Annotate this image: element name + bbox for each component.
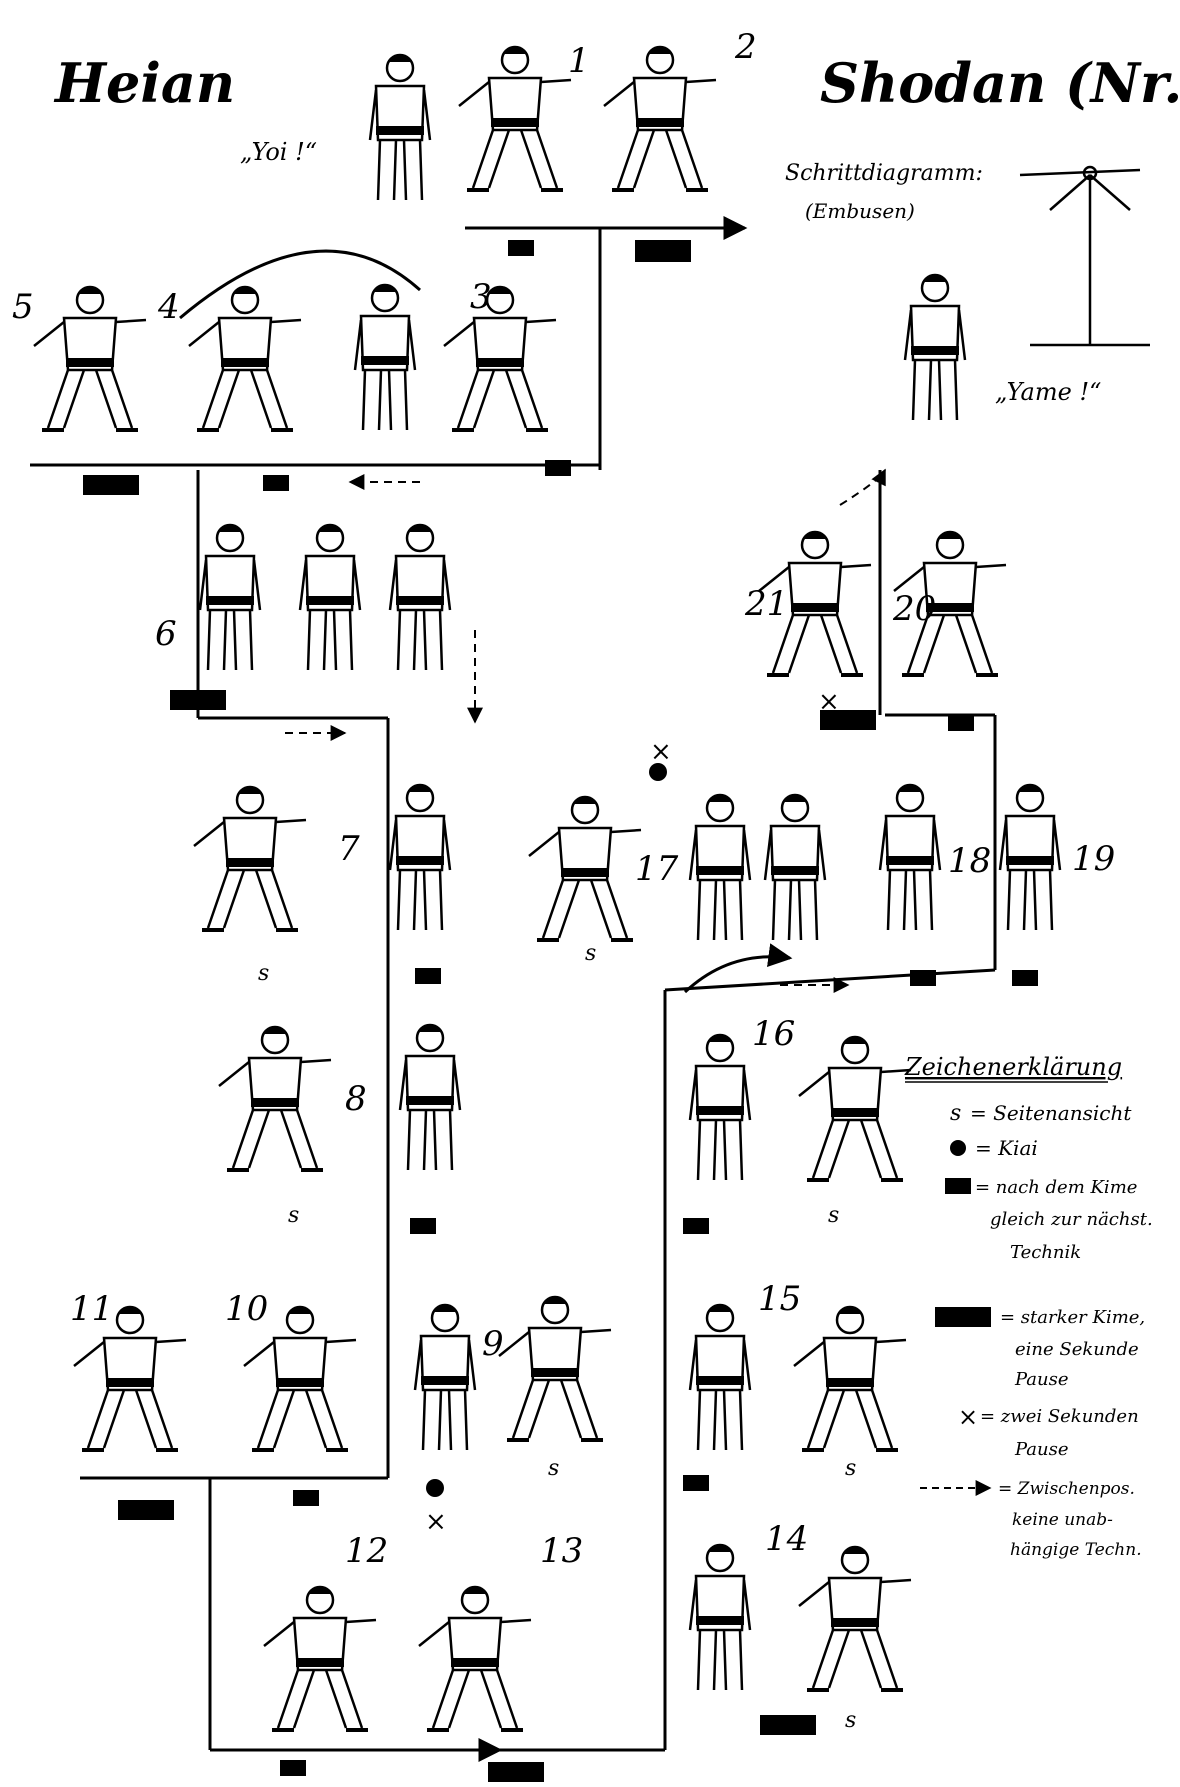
transition-arrows [285,470,885,985]
legend-small-bar [945,1178,971,1194]
side-marker: s [845,1708,856,1733]
pause-cross: × [650,737,672,767]
yoi-call: „Yoi !“ [240,138,317,166]
legend-kiai-dot [950,1140,966,1156]
title-shodan: Shodan (Nr. 1) [820,51,1180,115]
pause-cross: × [818,687,840,717]
legend-arrow-text-3: hängige Techn. [1010,1540,1142,1560]
step-20: 20 [892,589,936,629]
legend-arrow-text-2: keine unab- [1012,1510,1113,1530]
yame-call: „Yame !“ [995,378,1101,406]
movement-path [30,228,995,1750]
side-marker: s [258,961,269,986]
legend-big-bar-text-2: eine Sekunde [1015,1339,1139,1360]
legend-heading: Zeichenerklärung [904,1053,1122,1081]
step-2: 2 [734,27,757,67]
pause-cross: × [425,1507,447,1537]
step-12: 12 [345,1531,388,1571]
embusen-diagram [1020,167,1150,345]
legend-small-bar-text-3: Technik [1010,1242,1081,1263]
legend-big-bar-text-3: Pause [1014,1369,1069,1390]
legend: Zeichenerklärung s = Seitenansicht = Kia… [904,1053,1153,1560]
title-heian: Heian [53,51,235,115]
legend-x-text-1: = zwei Sekunden [980,1406,1139,1427]
step-13: 13 [540,1531,583,1571]
side-marker: s [288,1203,299,1228]
step-4: 4 [157,287,180,327]
side-marker: s [845,1456,856,1481]
step-18: 18 [948,841,991,881]
legend-kiai-text: = Kiai [975,1136,1038,1160]
legend-small-bar-text-2: gleich zur nächst. [990,1209,1153,1230]
side-marker: s [828,1203,839,1228]
step-5: 5 [12,287,34,327]
step-1: 1 [568,41,590,81]
legend-big-bar-text-1: = starker Kime, [1000,1307,1145,1328]
step-14: 14 [765,1519,808,1559]
step-11: 11 [70,1289,113,1329]
step-7: 7 [338,829,360,869]
step-15: 15 [758,1279,801,1319]
legend-big-bar [935,1307,991,1327]
kiai-dot [426,1479,444,1497]
legend-x-text-2: Pause [1014,1439,1069,1460]
embusen-sublabel: (Embusen) [805,199,915,223]
legend-s-text: = Seitenansicht [970,1101,1132,1125]
step-6: 6 [155,614,177,654]
step-10: 10 [225,1289,268,1329]
step-3: 3 [470,277,492,317]
step-16: 16 [752,1014,795,1054]
legend-s-key: s [950,1101,961,1126]
step-19: 19 [1072,839,1115,879]
legend-x-key: × [958,1403,978,1431]
embusen-label: Schrittdiagramm: [785,161,983,186]
step-17: 17 [635,849,679,889]
step-8: 8 [345,1079,367,1119]
legend-arrow-text-1: = Zwischenpos. [998,1479,1135,1499]
side-marker: s [548,1456,559,1481]
legend-small-bar-text-1: = nach dem Kime [975,1177,1137,1198]
side-marker: s [585,941,596,966]
step-9: 9 [482,1324,504,1364]
pause-markers: × × × [425,687,840,1537]
step-21: 21 [744,584,788,624]
